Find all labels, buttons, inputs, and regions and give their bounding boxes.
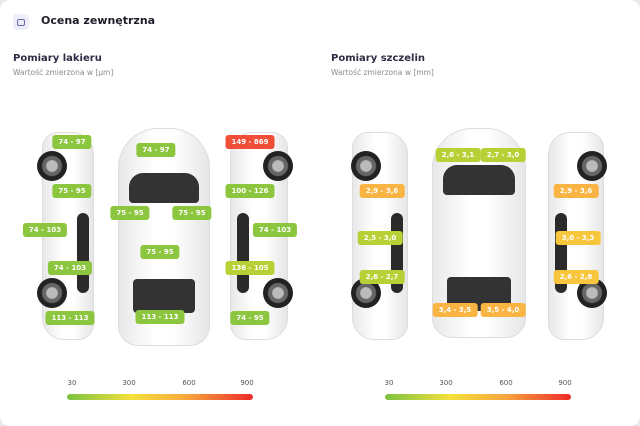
paint-badge: 113 - 113 [45, 311, 95, 325]
scale-tick: 600 [499, 379, 513, 387]
gap-badge: 3,5 - 4,0 [480, 303, 526, 317]
paint-badge: 75 - 95 [52, 184, 92, 198]
scale-tick: 900 [240, 379, 254, 387]
gap-badge: 3,4 - 3,5 [432, 303, 478, 317]
paint-badge: 74 - 97 [52, 135, 92, 149]
car-icon [13, 14, 29, 30]
gap-badge: 2,6 - 3,1 [435, 148, 481, 162]
gap-badge: 2,5 - 3,0 [357, 231, 403, 245]
scale-tick: 300 [122, 379, 136, 387]
paint-badge: 74 - 103 [252, 223, 298, 237]
paint-badge: 74 - 103 [22, 223, 68, 237]
paint-badge: 100 - 126 [225, 184, 275, 198]
paint-badge: 74 - 97 [136, 143, 176, 157]
gap-badge: 2,9 - 3,6 [359, 184, 405, 198]
gap-badge: 2,6 - 2,8 [553, 270, 599, 284]
paint-badge: 74 - 103 [47, 261, 93, 275]
scale-tick: 30 [384, 379, 394, 387]
gap-badge: 3,0 - 3,3 [555, 231, 601, 245]
paint-badge: 75 - 95 [172, 206, 212, 220]
gaps-subtitle: Wartość zmierzona w [mm] [331, 68, 434, 77]
gap-badge: 2,6 - 2,7 [359, 270, 405, 284]
scale-tick: 30 [67, 379, 77, 387]
gap-badge: 2,9 - 3,6 [553, 184, 599, 198]
paint-title: Pomiary lakieru [13, 53, 102, 64]
gaps-title: Pomiary szczelin [331, 53, 426, 64]
scale-tick: 900 [558, 379, 572, 387]
paint-badge: 75 - 95 [140, 245, 180, 259]
paint-badge: 74 - 95 [230, 311, 270, 325]
paint-badge: 136 - 105 [225, 261, 275, 275]
paint-subtitle: Wartość zmierzona w [µm] [13, 68, 114, 77]
paint-color-scale [67, 394, 253, 400]
scale-tick: 300 [439, 379, 453, 387]
gaps-color-scale [385, 394, 571, 400]
paint-badge: 149 - 869 [225, 135, 275, 149]
paint-badge: 113 - 113 [135, 310, 185, 324]
scale-tick: 600 [182, 379, 196, 387]
page-title: Ocena zewnętrzna [41, 14, 156, 27]
gap-badge: 2,7 - 3,0 [480, 148, 526, 162]
paint-badge: 75 - 95 [110, 206, 150, 220]
car-top [118, 128, 210, 346]
